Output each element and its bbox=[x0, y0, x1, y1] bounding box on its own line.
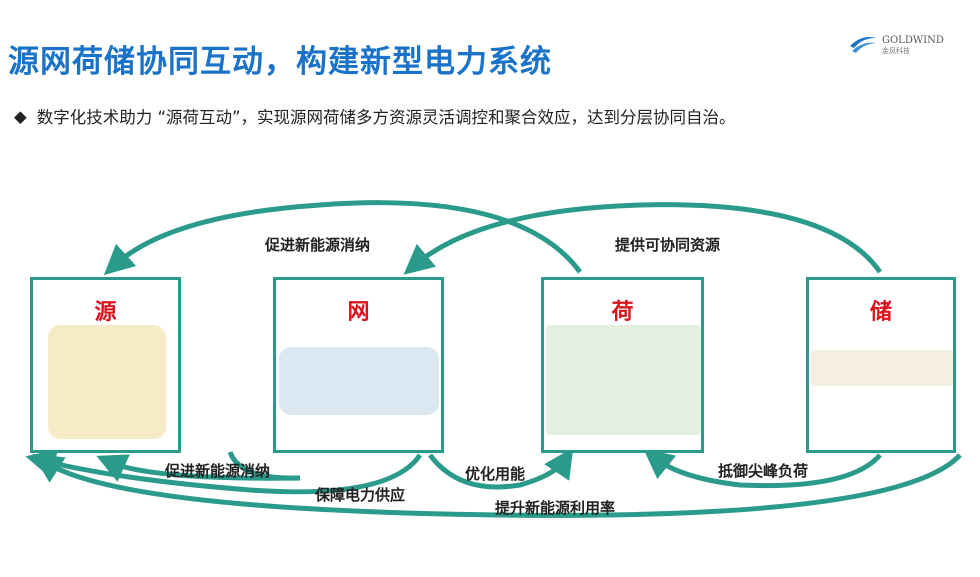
diamond-bullet-icon: ◆ bbox=[14, 106, 27, 126]
logo-wing-icon bbox=[850, 37, 876, 53]
flow-label: 提升新能源利用率 bbox=[495, 499, 616, 517]
arrow-bottom-3 bbox=[428, 447, 574, 490]
bullet-text: 数字化技术助力 “源荷互动”，实现源网荷储多方资源灵活调控和聚合效应，达到分层协… bbox=[36, 108, 736, 127]
page-title: 源网荷储协同互动，构建新型电力系统 bbox=[8, 44, 552, 80]
node-grid: 网 bbox=[273, 277, 444, 453]
node-label: 荷 bbox=[611, 300, 634, 325]
node-load: 荷 bbox=[541, 277, 704, 453]
arrow-bottom-4 bbox=[643, 448, 882, 489]
logo-text: GOLDWIND bbox=[882, 34, 944, 46]
flow-label: 保障电力供应 bbox=[315, 486, 406, 504]
flow-label: 促进新能源消纳 bbox=[265, 236, 371, 254]
arrow-top-left bbox=[103, 200, 583, 276]
flow-label: 提供可协同资源 bbox=[615, 236, 721, 254]
flow-label: 优化用能 bbox=[465, 465, 526, 483]
node-label: 网 bbox=[347, 300, 370, 325]
bullet-point: ◆ 数字化技术助力 “源荷互动”，实现源网荷储多方资源灵活调控和聚合效应，达到分… bbox=[14, 104, 736, 128]
logo-subtext: 金风科技 bbox=[882, 46, 910, 55]
arrow-bottom-2 bbox=[25, 449, 423, 495]
flow-label: 抵御尖峰负荷 bbox=[718, 462, 809, 480]
node-source: 源 bbox=[30, 277, 181, 453]
load-illustration bbox=[546, 325, 701, 435]
node-label: 源 bbox=[94, 300, 117, 325]
storage-illustration bbox=[811, 350, 953, 386]
flow-label: 促进新能源消纳 bbox=[165, 462, 271, 480]
node-label: 储 bbox=[869, 300, 892, 325]
grid-illustration bbox=[279, 347, 439, 415]
node-storage: 储 bbox=[806, 277, 956, 453]
arrow-bottom-1 bbox=[96, 450, 301, 482]
arrow-bottom-5 bbox=[32, 453, 962, 518]
arrow-top-right bbox=[403, 202, 883, 275]
source-illustration bbox=[48, 325, 166, 439]
